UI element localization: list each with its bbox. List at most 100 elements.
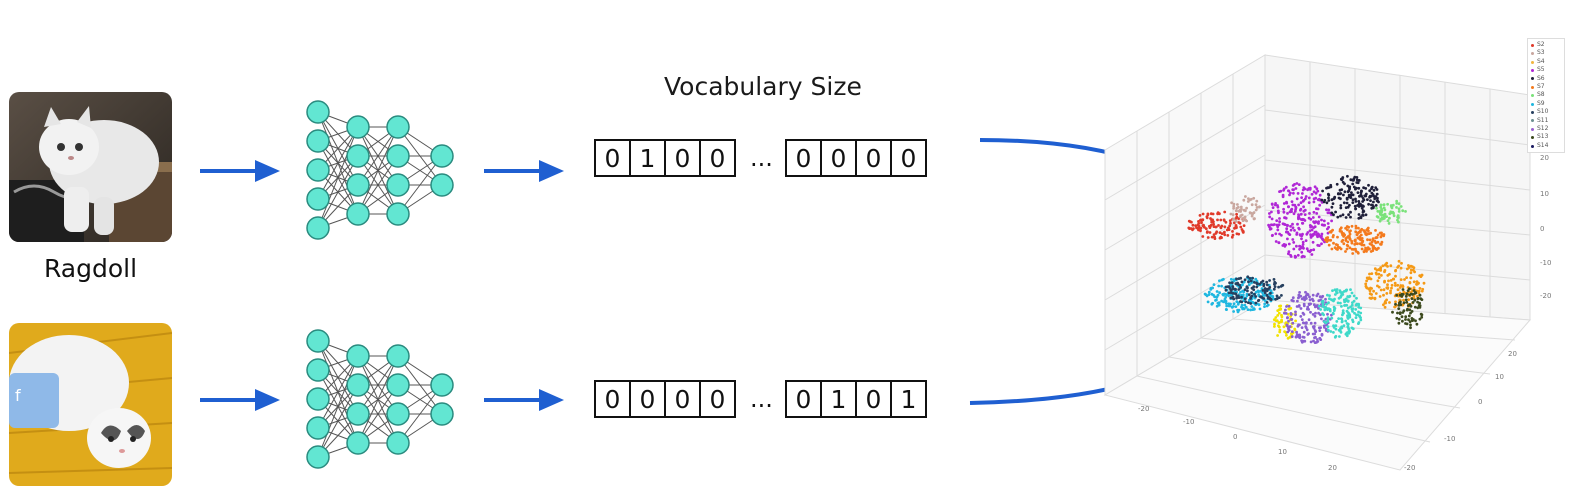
neuron <box>346 431 370 455</box>
scatter-point <box>1373 297 1377 301</box>
scatter-point <box>1244 209 1247 213</box>
scatter-point <box>1334 293 1337 296</box>
scatter-point <box>1295 305 1299 308</box>
scatter-point <box>1375 206 1378 210</box>
scatter-point <box>1271 206 1275 210</box>
scatter-point <box>1308 229 1312 233</box>
scatter-point <box>1201 224 1205 228</box>
scatter-point <box>1269 291 1272 295</box>
scatter-point <box>1377 285 1381 289</box>
scatter-point <box>1282 243 1286 246</box>
scatter-point <box>1320 317 1323 321</box>
scatter-point <box>1356 204 1359 207</box>
scatter-point <box>1335 291 1339 295</box>
scatter-point <box>1218 291 1221 295</box>
scatter-point <box>1239 300 1242 303</box>
scatter-point <box>1280 294 1283 297</box>
legend-entry: S13 <box>1531 133 1561 141</box>
scatter-point <box>1239 225 1243 229</box>
scatter-point <box>1367 202 1370 206</box>
legend-label: S11 <box>1537 116 1549 124</box>
neuron <box>386 115 410 139</box>
scatter-point <box>1349 215 1352 219</box>
scatter-point <box>1341 309 1345 313</box>
scatter-point <box>1389 279 1393 282</box>
scatter-point <box>1321 305 1325 308</box>
scatter-point <box>1348 187 1351 191</box>
scatter-point <box>1315 338 1319 341</box>
scatter-point <box>1358 194 1361 198</box>
scatter-point <box>1240 280 1244 284</box>
scatter-point <box>1402 309 1406 313</box>
scatter-point <box>1234 288 1237 291</box>
scatter-point <box>1375 188 1379 191</box>
scatter-point <box>1275 294 1279 298</box>
scatter-point <box>1243 215 1247 219</box>
scatter-point <box>1236 310 1240 314</box>
scatter-point <box>1348 203 1351 207</box>
scatter-point <box>1288 193 1291 197</box>
neuron <box>386 202 410 226</box>
scatter-point <box>1357 216 1361 220</box>
scatter-point <box>1309 248 1313 252</box>
scatter-point <box>1298 247 1301 251</box>
scatter-point <box>1331 202 1335 206</box>
scatter-point <box>1347 225 1350 229</box>
scatter-point <box>1388 301 1391 304</box>
scatter-point <box>1293 209 1297 213</box>
scatter-point <box>1383 270 1386 274</box>
scatter-point <box>1291 203 1295 207</box>
scatter-point <box>1346 174 1349 178</box>
scatter-point <box>1357 200 1361 203</box>
vector-cell: 0 <box>854 139 892 177</box>
scatter-point <box>1414 291 1417 294</box>
scatter-point <box>1227 294 1230 298</box>
scatter-point <box>1314 191 1318 195</box>
scatter-point <box>1223 230 1226 234</box>
legend-label: S2 <box>1537 41 1545 48</box>
scatter-point <box>1338 335 1341 338</box>
scatter-point <box>1297 323 1300 327</box>
scatter-point <box>1355 176 1359 179</box>
scatter-point <box>1270 234 1274 238</box>
scatter-point <box>1253 292 1256 296</box>
scatter-point <box>1312 200 1316 204</box>
scatter-point <box>1206 212 1210 216</box>
scatter-point <box>1339 295 1342 299</box>
scatter-point <box>1302 209 1306 213</box>
scatter-point <box>1339 226 1343 230</box>
scatter-point <box>1377 276 1381 279</box>
scatter-point <box>1295 182 1299 185</box>
scatter-point <box>1368 289 1372 293</box>
scatter-point <box>1273 325 1276 328</box>
scatter-point <box>1362 198 1366 202</box>
scatter-point <box>1414 319 1417 323</box>
scatter-point <box>1344 319 1348 323</box>
scatter-point <box>1240 213 1244 217</box>
neuron <box>346 373 370 397</box>
scatter-point <box>1271 295 1275 298</box>
scatter-point <box>1292 241 1296 244</box>
neuron <box>306 358 330 382</box>
scatter-point <box>1286 237 1289 241</box>
scatter-point <box>1337 317 1340 320</box>
scatter-point <box>1329 185 1333 189</box>
scatter-point <box>1206 300 1210 304</box>
scatter-point <box>1223 297 1227 301</box>
scatter-point <box>1350 224 1354 228</box>
scatter-point <box>1239 286 1242 289</box>
scatter-point <box>1409 326 1412 330</box>
scatter-point <box>1382 288 1386 292</box>
scatter-point <box>1412 295 1416 298</box>
scatter-point <box>1345 309 1349 313</box>
scatter-point <box>1327 196 1330 200</box>
scatter-point <box>1308 187 1312 191</box>
scatter-point <box>1236 203 1239 206</box>
scatter-point <box>1278 232 1281 236</box>
neuron <box>306 416 330 440</box>
tick-label: -10 <box>1540 259 1551 267</box>
scatter-point <box>1241 289 1245 293</box>
scatter-point <box>1353 175 1357 179</box>
scatter-point <box>1275 223 1279 227</box>
scatter-point <box>1357 310 1360 314</box>
